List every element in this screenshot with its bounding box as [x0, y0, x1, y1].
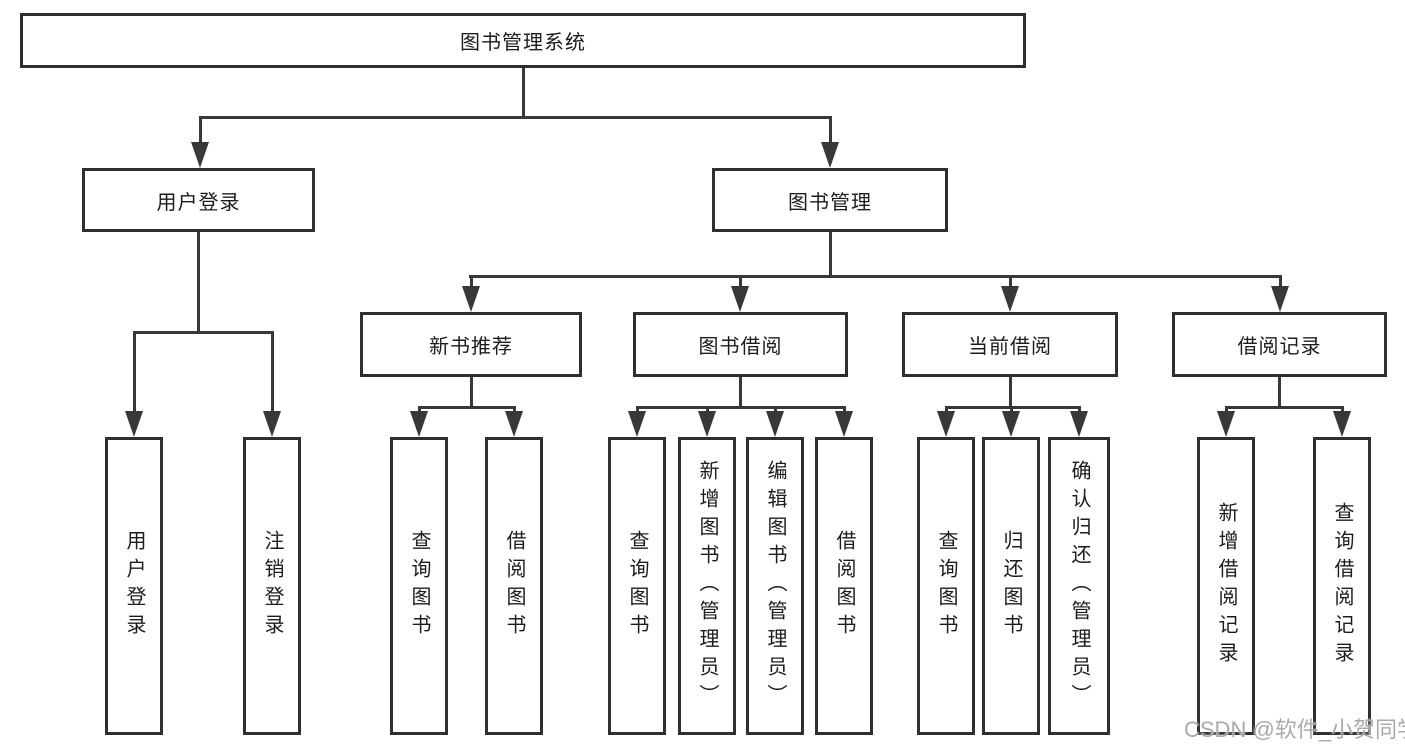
- leaf-query-books-borrowing: 查询图书: [608, 437, 666, 735]
- connector-line: [828, 115, 832, 146]
- leaf-label: 注销登录: [261, 530, 283, 642]
- connector-line: [469, 274, 473, 289]
- leaf-label: 查询图书: [626, 530, 648, 642]
- connector-line: [521, 68, 525, 117]
- node-label: 用户登录: [156, 191, 241, 214]
- node-label: 图书借阅: [698, 336, 783, 358]
- leaf-label: 新增借阅记录: [1215, 502, 1237, 670]
- csdn-watermark: CSDN @软件_小贺同学: [1184, 717, 1405, 742]
- leaf-logout: 注销登录: [243, 437, 301, 735]
- node-current-borrowing: 当前借阅: [902, 312, 1118, 377]
- connector-line: [1008, 377, 1012, 408]
- connector-line: [469, 377, 473, 408]
- arrow-down-icon: [937, 411, 955, 437]
- connector-line: [512, 405, 516, 414]
- connector-line: [635, 405, 639, 414]
- connector-line: [1224, 405, 1228, 414]
- arrow-down-icon: [1002, 411, 1020, 437]
- leaf-return-books: 归还图书: [982, 437, 1040, 735]
- leaf-edit-books-admin: 编辑图书（管理员）: [746, 437, 804, 735]
- arrow-down-icon: [505, 411, 523, 437]
- connector-line: [270, 330, 274, 413]
- connector-line: [739, 377, 742, 408]
- leaf-label: 查询图书: [935, 530, 957, 642]
- leaf-label: 借阅图书: [503, 530, 525, 642]
- arrow-down-icon: [731, 286, 749, 312]
- leaf-label: 新增图书（管理员）: [696, 460, 718, 712]
- connector-line: [1224, 405, 1344, 409]
- leaf-add-books-admin: 新增图书（管理员）: [678, 437, 736, 735]
- node-label: 图书管理: [788, 191, 872, 214]
- arrow-down-icon: [191, 142, 209, 168]
- arrow-down-icon: [766, 411, 784, 437]
- node-book-borrowing: 图书借阅: [633, 312, 848, 377]
- node-label: 新书推荐: [429, 336, 513, 358]
- arrow-down-icon: [462, 286, 480, 312]
- arrow-down-icon: [1333, 411, 1351, 437]
- connector-line: [132, 330, 274, 334]
- connector-line: [1009, 405, 1013, 414]
- node-library-system: 图书管理系统: [20, 13, 1026, 68]
- connector-line: [1008, 274, 1012, 289]
- connector-line: [1340, 405, 1344, 414]
- connector-line: [132, 330, 136, 413]
- arrow-down-icon: [1001, 286, 1019, 312]
- node-label: 当前借阅: [968, 336, 1052, 358]
- arrow-down-icon: [628, 411, 646, 437]
- connector-line: [417, 405, 516, 409]
- connector-line: [773, 405, 777, 414]
- connector-line: [944, 405, 948, 414]
- leaf-label: 归还图书: [1000, 530, 1022, 642]
- node-label: 借阅记录: [1237, 336, 1322, 358]
- leaf-label: 查询图书: [408, 530, 430, 642]
- leaf-confirm-return-admin: 确认归还（管理员）: [1048, 437, 1110, 735]
- leaf-add-borrow-record: 新增借阅记录: [1197, 437, 1255, 735]
- connector-line: [842, 405, 846, 414]
- node-label: 图书管理系统: [460, 32, 586, 54]
- node-user-login: 用户登录: [82, 168, 315, 232]
- connector-line: [635, 405, 846, 409]
- arrow-down-icon: [410, 411, 428, 437]
- connector-line: [198, 115, 832, 119]
- connector-line: [417, 405, 421, 414]
- connector-line: [828, 232, 832, 277]
- connector-line: [1278, 274, 1282, 289]
- arrow-down-icon: [263, 411, 281, 437]
- connector-line: [197, 232, 200, 333]
- connector-line: [738, 274, 742, 289]
- leaf-label: 确认归还（管理员）: [1068, 460, 1090, 712]
- leaf-label: 用户登录: [123, 530, 145, 642]
- connector-line: [198, 115, 202, 146]
- arrow-down-icon: [835, 411, 853, 437]
- arrow-down-icon: [698, 411, 716, 437]
- connector-line: [469, 274, 1282, 278]
- node-borrowing-records: 借阅记录: [1172, 312, 1387, 377]
- node-book-management: 图书管理: [712, 168, 948, 232]
- leaf-borrow-books-recommend: 借阅图书: [485, 437, 543, 735]
- connector-line: [1278, 377, 1281, 408]
- leaf-user-login: 用户登录: [105, 437, 163, 735]
- leaf-label: 借阅图书: [833, 530, 855, 642]
- leaf-borrow-books-borrowing: 借阅图书: [815, 437, 873, 735]
- leaf-label: 查询借阅记录: [1331, 502, 1353, 670]
- connector-line: [1077, 405, 1081, 414]
- leaf-query-books-current: 查询图书: [917, 437, 975, 735]
- node-new-book-recommend: 新书推荐: [360, 312, 582, 377]
- arrow-down-icon: [1271, 286, 1289, 312]
- leaf-query-books-recommend: 查询图书: [390, 437, 448, 735]
- leaf-label: 编辑图书（管理员）: [764, 460, 786, 712]
- connector-line: [705, 405, 709, 414]
- leaf-query-borrow-record: 查询借阅记录: [1313, 437, 1371, 735]
- arrow-down-icon: [125, 411, 143, 437]
- arrow-down-icon: [1070, 411, 1088, 437]
- arrow-down-icon: [821, 142, 839, 168]
- arrow-down-icon: [1217, 411, 1235, 437]
